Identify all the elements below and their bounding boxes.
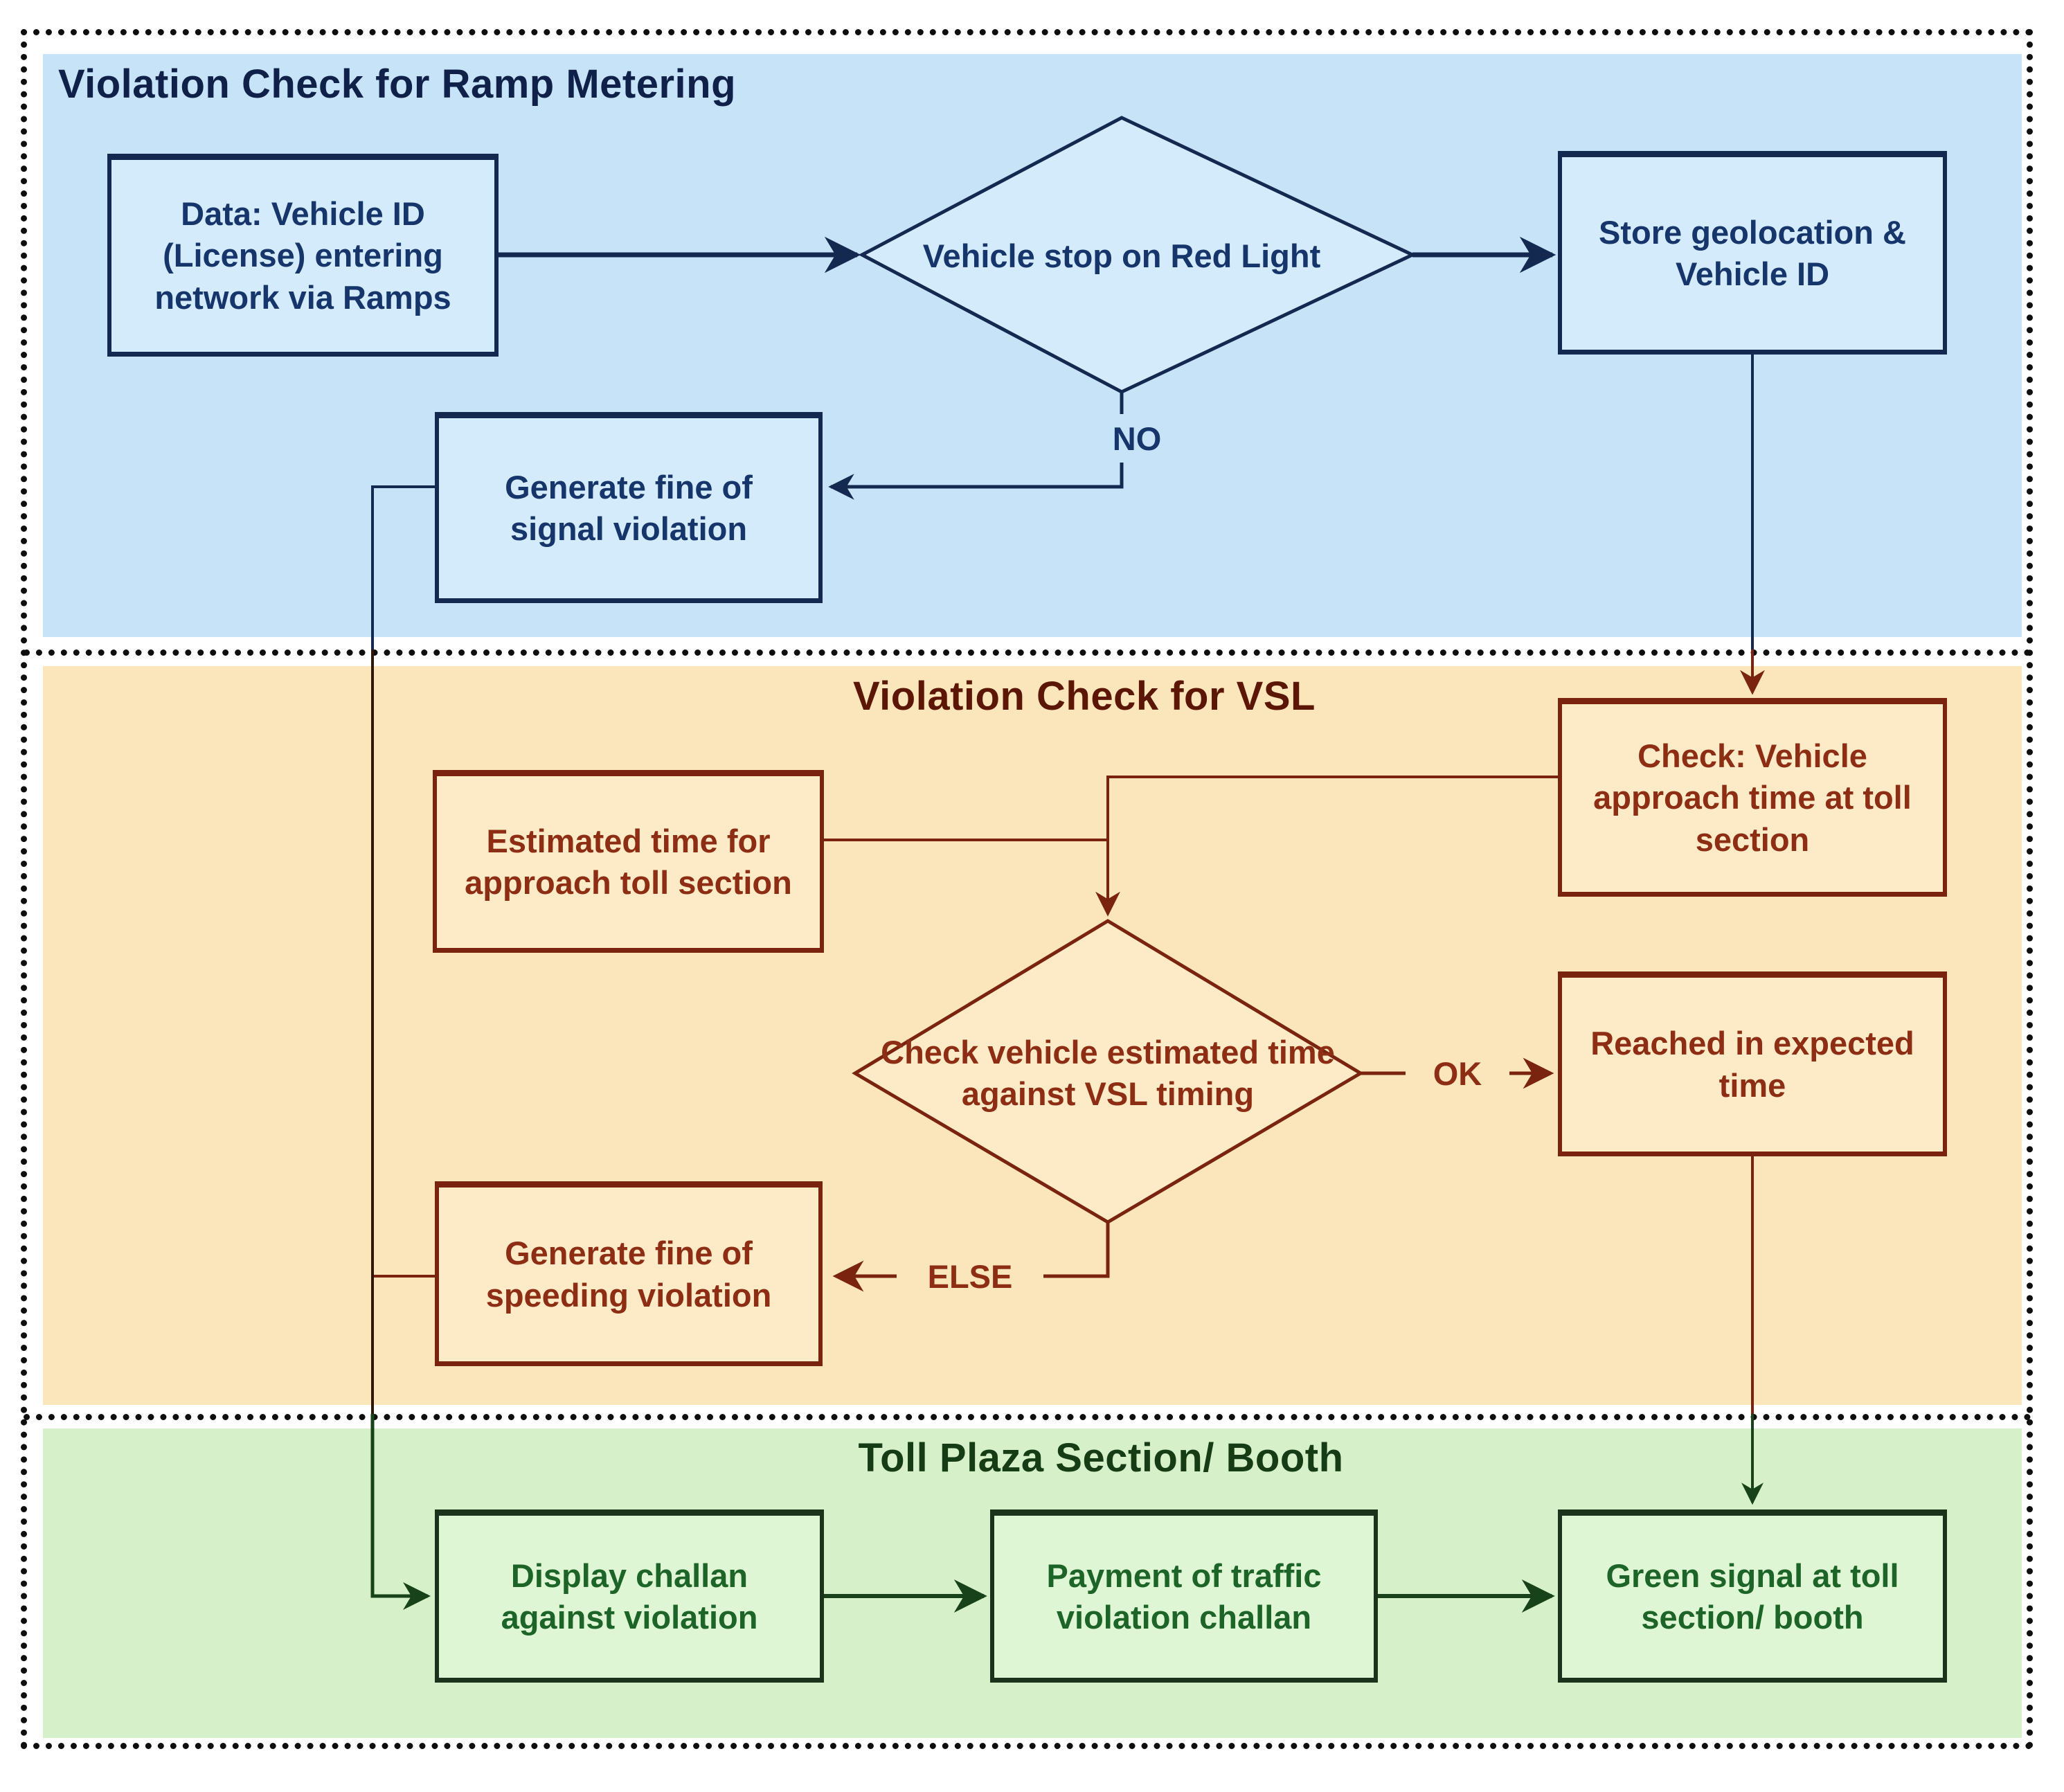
node-fine-speeding: Generate fine of speeding violation (435, 1181, 823, 1366)
node-vsl-check-label: Check vehicle estimated time against VSL… (881, 1033, 1335, 1112)
title-vsl: Violation Check for VSL (853, 674, 1316, 719)
edge-label-ok: OK (1406, 1048, 1509, 1098)
edge-label-else: ELSE (897, 1251, 1043, 1301)
title-ramp-metering: Violation Check for Ramp Metering (58, 62, 737, 107)
node-reached-expected: Reached in expected time (1558, 971, 1947, 1156)
node-data-entry: Data: Vehicle ID (License) entering netw… (107, 154, 499, 357)
node-display-challan: Display challan against violation (435, 1509, 824, 1683)
title-toll-plaza: Toll Plaza Section/ Booth (858, 1435, 1344, 1480)
node-fine-signal: Generate fine of signal violation (435, 412, 823, 603)
node-store-geolocation: Store geolocation & Vehicle ID (1558, 151, 1947, 355)
dotted-separator-1 (24, 649, 2031, 656)
dotted-separator-2 (24, 1414, 2031, 1420)
node-check-approach-time: Check: Vehicle approach time at toll sec… (1558, 698, 1947, 897)
node-payment-challan: Payment of traffic violation challan (990, 1509, 1378, 1683)
edge-label-no: NO (1088, 414, 1185, 463)
node-estimated-time: Estimated time for approach toll section (433, 770, 824, 953)
node-red-light-check-label: Vehicle stop on Red Light (922, 237, 1321, 274)
node-green-signal: Green signal at toll section/ booth (1558, 1509, 1947, 1683)
